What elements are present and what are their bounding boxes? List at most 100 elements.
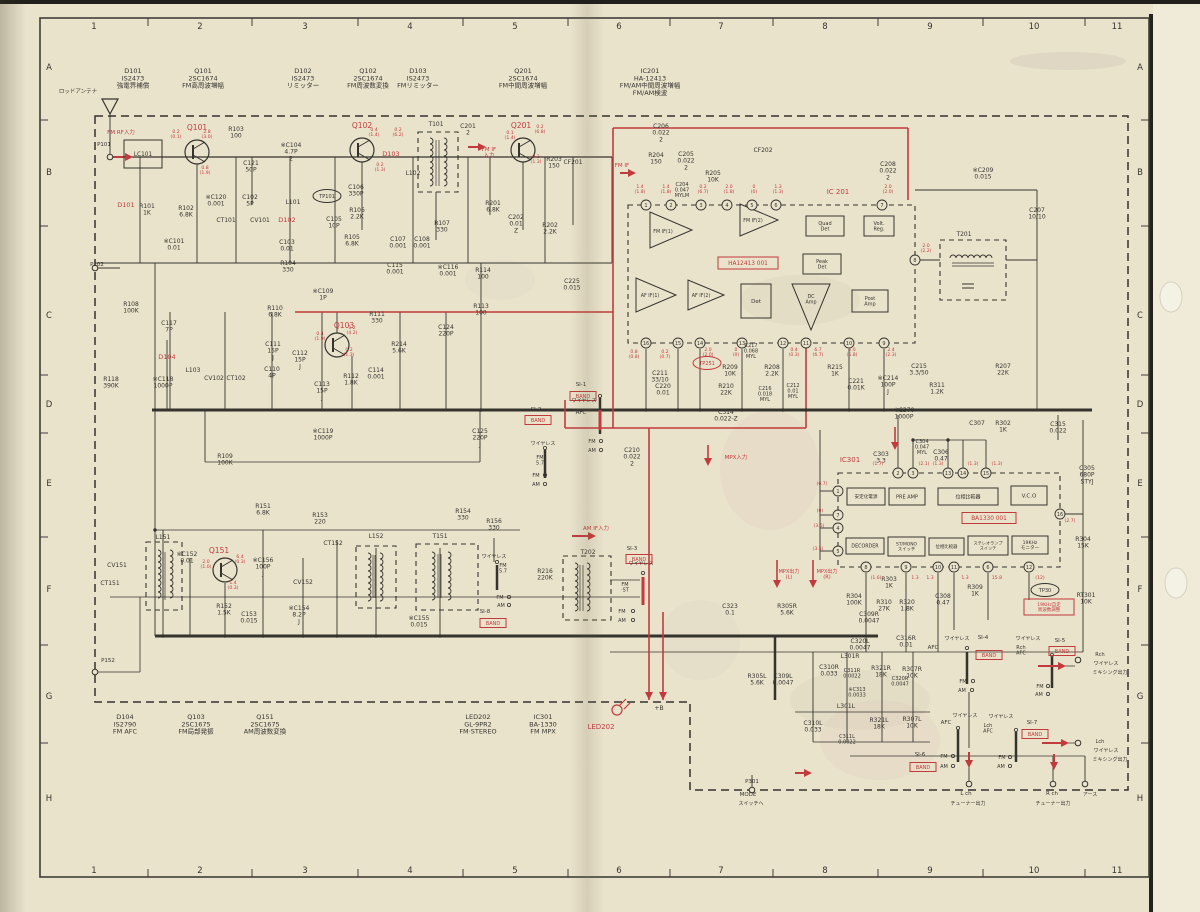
grid-letter: H [46, 794, 52, 804]
page-outer-margin [1153, 4, 1200, 912]
pin-number: 2 [896, 471, 899, 477]
junction-dot [676, 408, 680, 412]
red-annotation-box [717, 256, 779, 270]
red-annotation: 2.0(2.0) [703, 347, 714, 358]
junction-dot [882, 408, 886, 412]
signal-arrow [125, 153, 133, 161]
switch-contact [599, 447, 604, 452]
ic-block [845, 537, 885, 555]
grid-letter: C [46, 311, 52, 321]
red-annotation: BAND [632, 557, 647, 563]
ic-pin [932, 561, 944, 573]
transistor-symbol [212, 557, 238, 583]
red-annotation: IC 201 [827, 188, 850, 196]
pin-number: 8 [864, 565, 867, 571]
grid-letter: A [1137, 63, 1143, 73]
grid-number: 10 [1029, 866, 1040, 876]
switch-contact [951, 754, 956, 759]
terminal [1074, 656, 1082, 664]
ic-block [123, 139, 163, 169]
dashed-box [415, 543, 479, 611]
signal-arrow [1058, 662, 1066, 670]
red-annotation: Q101 [187, 123, 207, 132]
switch-contact [598, 393, 603, 398]
ic-pin [909, 254, 921, 266]
grid-letter: D [46, 400, 53, 410]
switch-contact [1008, 755, 1013, 760]
component-label: AFC [941, 720, 952, 726]
photo-top-edge [0, 0, 1200, 4]
pin-number: 6 [774, 203, 777, 209]
component-label: AM [997, 764, 1005, 770]
signal-arrow [588, 532, 596, 540]
red-annotation: 0.2(6.2) [393, 127, 404, 138]
red-annotation: BAND [1028, 732, 1043, 738]
pin-number: 9 [882, 341, 885, 347]
component-label: FM [618, 609, 625, 615]
ic-pin [1023, 561, 1035, 573]
grid-number: 7 [718, 866, 723, 876]
switch-contact [1046, 684, 1051, 689]
junction-dot [374, 634, 378, 638]
component-label: CV102 [204, 375, 224, 382]
ic-block-label: LC101 [134, 152, 153, 158]
junction-dot [946, 438, 950, 442]
grid-number: 6 [616, 866, 621, 876]
component-label: AM [1035, 692, 1043, 698]
red-annotation: (1.3) [933, 461, 944, 467]
component-label: +B [654, 705, 663, 712]
component-label: T101 [427, 121, 443, 128]
component-label: ワイヤレス [989, 714, 1014, 720]
dashed-box [562, 555, 612, 621]
switch-contact [1014, 728, 1019, 733]
component-label: ワイヤレス [1094, 661, 1119, 667]
terminal [965, 780, 973, 788]
switch-contact [599, 438, 604, 443]
transistor-collector [332, 334, 346, 343]
ic-pin [843, 337, 855, 349]
grid-letter: E [1137, 479, 1142, 489]
red-annotation: MPX出力(R) [817, 568, 838, 581]
signal-arrow [1061, 739, 1069, 747]
terminal [1049, 780, 1057, 788]
pin-number: 10 [846, 341, 852, 347]
pin-number: 14 [960, 471, 966, 477]
ic-pin [695, 199, 707, 211]
junction-dot [438, 634, 442, 638]
pin-number: 15 [675, 341, 681, 347]
component-label: SI-7 [1027, 720, 1038, 726]
test-point [1030, 583, 1060, 597]
ic-block [740, 283, 772, 319]
red-annotation: (1.7) [873, 461, 884, 467]
switch-contact [970, 688, 975, 693]
paper-ghost [720, 410, 820, 530]
